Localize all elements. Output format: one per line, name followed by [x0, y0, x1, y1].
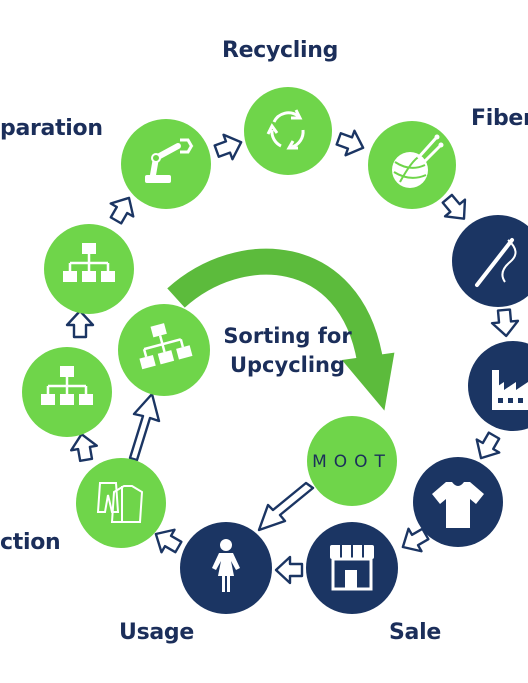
- yarn-ball-icon: [392, 134, 444, 188]
- node-production: [468, 341, 528, 431]
- node-usage: [180, 522, 272, 614]
- node-garment: [413, 457, 503, 547]
- upcycling-curved-arrow: [167, 248, 395, 411]
- node-fiber: [368, 121, 456, 209]
- recycle-arrows-icon: [266, 109, 305, 150]
- flow-arrow: [468, 427, 507, 466]
- clothes-icon: [96, 482, 144, 523]
- person-icon: [212, 539, 240, 592]
- storefront-icon: [330, 545, 374, 591]
- node-separation: [121, 119, 211, 209]
- center-title-line2: Upcycling: [229, 353, 346, 377]
- center-title: Sorting for Upcycling: [205, 322, 370, 380]
- label-sale: Sale: [389, 620, 441, 645]
- flow-arrow: [211, 128, 247, 165]
- flow-arrow: [103, 190, 142, 229]
- center-title-line1: Sorting for: [223, 324, 352, 348]
- factory-icon: [492, 370, 528, 410]
- flow-arrow: [489, 307, 521, 339]
- flow-arrow: [65, 309, 95, 339]
- label-separation: paration: [0, 116, 103, 141]
- node-sale: [306, 522, 398, 614]
- node-moot: MOOT: [307, 416, 397, 506]
- label-collection: ction: [0, 530, 61, 555]
- needle-thread-icon: [475, 238, 517, 287]
- node-sorting-1: [22, 347, 112, 437]
- label-fiber: Fiber: [471, 106, 528, 131]
- node-recycling: [244, 87, 332, 175]
- node-collection: [76, 458, 166, 548]
- flow-arrow: [333, 125, 369, 162]
- label-usage: Usage: [119, 620, 194, 645]
- moot-logo-text: MOOT: [312, 452, 392, 472]
- long-arrow-to-upcycling-sort: [128, 392, 161, 462]
- tshirt-icon: [432, 482, 484, 528]
- node-sewing: [452, 215, 528, 307]
- flow-arrow: [274, 555, 304, 585]
- long-arrow-to-usage: [257, 481, 315, 532]
- label-recycling: Recycling: [222, 38, 339, 63]
- robot-arm-icon: [145, 138, 194, 183]
- node-upcycling-sort: [118, 304, 210, 396]
- node-sorting-2: [44, 224, 134, 314]
